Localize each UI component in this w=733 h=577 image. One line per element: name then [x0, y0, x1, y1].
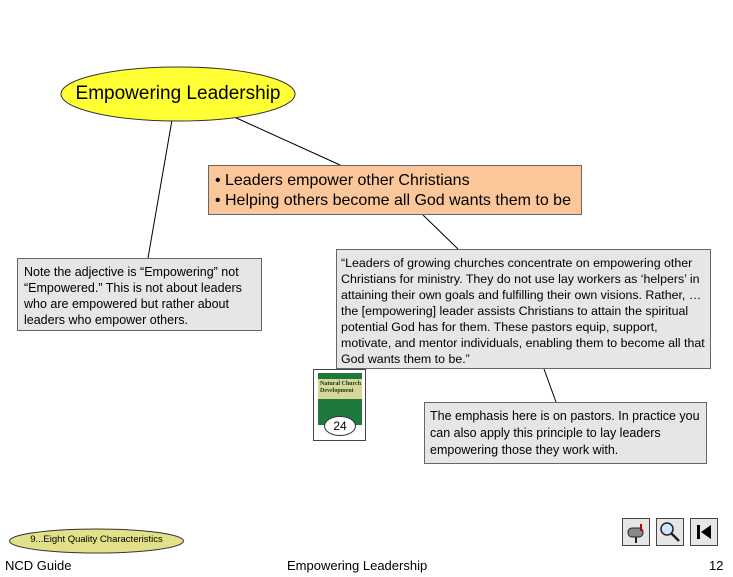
search-button[interactable] [656, 518, 684, 546]
book-page-ref: 24 [324, 416, 356, 436]
emphasis-box: The emphasis here is on pastors. In prac… [424, 402, 707, 464]
bullet-item: •Leaders empower other Christians [215, 172, 470, 189]
mailbox-icon [627, 524, 644, 543]
first-page-icon [697, 525, 711, 539]
key-points-box: •Leaders empower other Christians •Helpi… [208, 165, 582, 215]
slide-title: Empowering Leadership [75, 83, 281, 104]
mailbox-button[interactable] [622, 518, 650, 546]
section-label: 9...Eight Quality Characteristics [30, 534, 163, 545]
section-link[interactable]: 9...Eight Quality Characteristics [8, 528, 185, 554]
bullet-item: •Helping others become all God wants the… [215, 192, 571, 209]
page-number: 12 [709, 558, 724, 573]
note-box: Note the adjective is “Empowering” not “… [17, 258, 262, 331]
footer-left: NCD Guide [5, 558, 72, 573]
book-cover-title: Natural Church Development [320, 381, 362, 394]
magnifier-icon [660, 522, 680, 542]
first-slide-button[interactable] [690, 518, 718, 546]
slide-title-oval: Empowering Leadership [60, 66, 296, 122]
quote-box: “Leaders of growing churches concentrate… [336, 249, 711, 369]
footer-center: Empowering Leadership [287, 558, 428, 573]
book-reference-icon[interactable]: Natural Church Development 24 [313, 369, 366, 441]
